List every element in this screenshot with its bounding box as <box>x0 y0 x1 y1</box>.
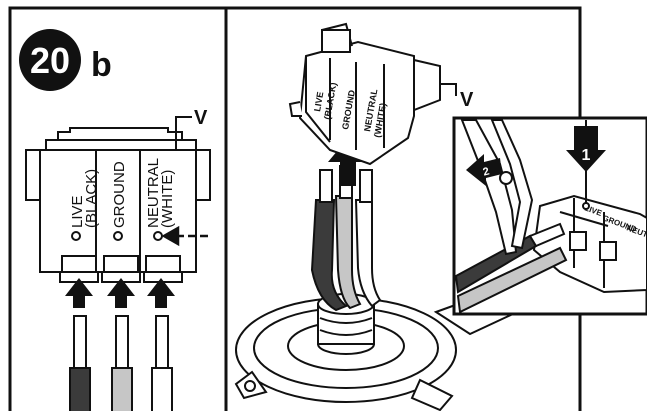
pliers <box>460 119 534 256</box>
up-arrow-icon <box>107 278 135 308</box>
step-suffix: b <box>91 46 112 84</box>
wires-left <box>69 315 173 411</box>
ground-release-hole <box>113 231 123 241</box>
marker-v-middle-label: V <box>460 89 474 111</box>
connector-iso-view <box>288 22 441 166</box>
up-arrow-icon <box>147 278 175 308</box>
iso-label-live: LIVE <box>312 91 325 112</box>
ground-wire-stripped <box>115 315 129 369</box>
marker-v-middle: V <box>440 83 474 111</box>
step-number: 20 <box>30 40 70 81</box>
ground-wire-insulation <box>111 367 133 411</box>
label-live: LIVE <box>69 195 86 228</box>
detail-inset: LIVE GROUND NEUTRAL 1 2 <box>452 116 647 316</box>
step-2-label: 2 <box>482 166 491 179</box>
dashed-arrow-icon <box>161 225 208 247</box>
label-ground: GROUND <box>111 161 128 228</box>
label-neutral: NEUTRAL <box>145 158 162 228</box>
step-1-label: 1 <box>582 147 591 164</box>
neutral-wire-insulation <box>151 367 173 411</box>
live-wire-insulation <box>69 367 91 411</box>
step-1-arrow: 1 <box>566 126 606 172</box>
live-wire-stripped <box>73 315 87 369</box>
down-arrow-icon <box>566 126 606 172</box>
marker-v-left-label: V <box>194 107 208 129</box>
connector-labels: LIVE (BLACK) GROUND NEUTRAL (WHITE) <box>69 158 176 228</box>
label-neutral-color: (WHITE) <box>159 170 176 228</box>
step-badge: 20 b <box>19 29 112 91</box>
left-arrow-icon <box>466 154 502 186</box>
power-cord <box>310 165 382 312</box>
marker-v-left: V <box>175 107 208 150</box>
label-live-color: (BLACK) <box>83 169 100 228</box>
up-arrow-icon <box>65 278 93 308</box>
live-release-hole <box>71 231 81 241</box>
neutral-wire-stripped <box>155 315 169 369</box>
insert-arrows <box>65 278 175 308</box>
step-2-arrow: 2 <box>466 154 502 186</box>
